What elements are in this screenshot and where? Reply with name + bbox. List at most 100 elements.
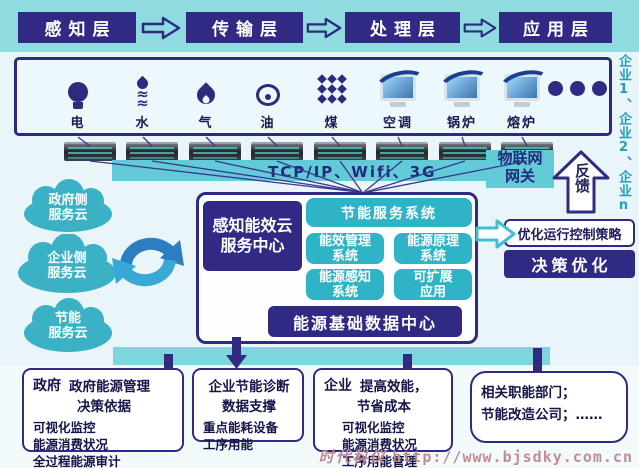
sync-arrows-icon bbox=[112, 237, 184, 287]
right-arrow-icon bbox=[141, 16, 181, 40]
list-item: 工序用能 bbox=[203, 437, 254, 452]
box-title: 政府能源管理 bbox=[69, 379, 150, 395]
server-icon bbox=[126, 142, 178, 161]
box-items: 重点能耗设备 工序用能 bbox=[203, 419, 295, 453]
enterprise-rail-label: 企业1、企业2、企业n bbox=[616, 54, 631, 214]
bottom-box-diagnosis: 企业节能诊断 数据支撑 重点能耗设备 工序用能 bbox=[192, 368, 304, 452]
layer-box-application: 应用层 bbox=[499, 12, 612, 43]
cloud-government: 政府侧服务云 bbox=[22, 179, 114, 233]
device-label: 电 bbox=[70, 116, 86, 131]
list-item: 可视化监控 bbox=[33, 420, 96, 435]
box-title: 提高效能， bbox=[360, 379, 428, 395]
cloud-enterprise: 企业侧服务云 bbox=[16, 234, 118, 294]
layer-label: 感知层 bbox=[44, 20, 117, 40]
watermark: 时代科仪 http://www.bjsdky.com.cn bbox=[319, 446, 633, 467]
system-extensible-app: 可扩展应用 bbox=[394, 269, 472, 300]
cloud-shape-icon bbox=[24, 179, 112, 232]
layer-label: 处理层 bbox=[370, 20, 442, 40]
coal-grid-icon bbox=[316, 74, 347, 104]
layer-box-processing: 处理层 bbox=[345, 12, 460, 43]
cloud-label: 企业侧服务云 bbox=[47, 251, 87, 281]
device-gas: 气 bbox=[174, 66, 238, 131]
oil-barrel-icon bbox=[256, 84, 280, 106]
device-oil: 油 bbox=[236, 66, 300, 131]
cloud-label: 节能服务云 bbox=[48, 311, 88, 341]
monitor-icon bbox=[380, 74, 416, 107]
device-more bbox=[545, 66, 609, 110]
bulb-icon bbox=[68, 82, 88, 109]
server-icon bbox=[189, 142, 241, 161]
system-efficiency-mgmt: 能效管理系统 bbox=[306, 233, 384, 264]
device-label: 水 bbox=[135, 116, 151, 131]
cloud-shape-icon bbox=[24, 298, 112, 352]
title-line1: 感知能效云 bbox=[212, 216, 293, 235]
bottom-box-related-parties: 相关职能部门； 节能改造公司；…… bbox=[470, 371, 628, 443]
box-title2: 决策依据 bbox=[77, 399, 131, 415]
bottom-box-enterprise: 企业提高效能， 节省成本 可视化监控 能源消费状况 工序用能管理 bbox=[313, 368, 453, 468]
device-label: 煤 bbox=[324, 116, 340, 131]
optimization-strategy-box: 优化运行控制策略 bbox=[504, 219, 635, 247]
monitor-icon bbox=[444, 74, 480, 107]
bottom-box-government: 政府政府能源管理 决策依据 可视化监控 能源消费状况 全过程能源审计 bbox=[22, 368, 184, 468]
layer-box-transmission: 传输层 bbox=[186, 12, 303, 43]
server-icon bbox=[376, 142, 428, 161]
list-item: 能源消费状况 bbox=[33, 437, 109, 452]
protocols-label: TCP/IP、Wifi、3G bbox=[268, 163, 437, 181]
device-electricity: 电 bbox=[46, 66, 110, 131]
server-icon bbox=[314, 142, 366, 161]
watermark-brand: 时代科仪 bbox=[318, 448, 387, 466]
list-item: 重点能耗设备 bbox=[203, 420, 279, 435]
device-furnace: 熔炉 bbox=[490, 66, 554, 131]
server-icon bbox=[251, 142, 303, 161]
device-boiler: 锅炉 bbox=[430, 66, 494, 131]
system-energy-sensing: 能源感知系统 bbox=[306, 269, 384, 300]
device-label: 锅炉 bbox=[446, 116, 477, 131]
device-label: 油 bbox=[260, 116, 276, 131]
gateway-line1: 物联网 bbox=[497, 149, 543, 167]
cloud-label: 政府侧服务云 bbox=[48, 193, 88, 223]
ellipsis-icon bbox=[547, 81, 607, 96]
system-energy-principle: 能源原理系统 bbox=[394, 233, 472, 264]
cloud-energy-saving: 节能服务云 bbox=[22, 297, 114, 353]
box-items: 可视化监控 能源消费状况 全过程能源审计 bbox=[33, 419, 175, 468]
device-label: 熔炉 bbox=[506, 116, 537, 131]
layer-label: 传输层 bbox=[212, 20, 284, 40]
box-tag: 企业 bbox=[324, 378, 352, 394]
right-arrow-icon bbox=[306, 17, 342, 39]
right-arrow-icon bbox=[463, 18, 497, 38]
gateway-line2: 网关 bbox=[504, 167, 535, 185]
water-drop-icon: ≈≈ bbox=[135, 75, 151, 111]
energy-data-center-box: 能源基础数据中心 bbox=[268, 306, 462, 337]
list-item: 全过程能源审计 bbox=[33, 454, 121, 468]
server-icon bbox=[64, 142, 116, 161]
list-item: 能源消费状况 bbox=[342, 437, 418, 452]
device-ac: 空调 bbox=[366, 66, 430, 131]
decision-optimization-box: 决策优化 bbox=[504, 250, 635, 278]
related-line1: 相关职能部门； bbox=[481, 385, 576, 401]
watermark-url: http://www.bjsdky.com.cn bbox=[392, 448, 633, 466]
box-title2: 节省成本 bbox=[357, 399, 411, 415]
box-title: 企业节能诊断 bbox=[208, 379, 290, 395]
feedback-label: 反馈 bbox=[573, 163, 591, 193]
box-tag: 政府 bbox=[33, 378, 61, 394]
related-line2: 节能改造公司；…… bbox=[481, 407, 603, 423]
box-items: 可视化监控 能源消费状况 工序用能管理 bbox=[342, 419, 444, 468]
layer-label: 应用层 bbox=[523, 20, 595, 40]
device-water: ≈≈ 水 bbox=[111, 66, 175, 131]
layer-box-perception: 感知层 bbox=[18, 12, 136, 43]
system-energy-saving-service: 节能服务系统 bbox=[306, 198, 472, 227]
device-label: 气 bbox=[198, 116, 214, 131]
title-line2: 服务中心 bbox=[220, 236, 285, 255]
flame-icon bbox=[193, 82, 219, 108]
list-item: 可视化监控 bbox=[342, 420, 405, 435]
server-icon bbox=[439, 142, 491, 161]
monitor-icon bbox=[504, 74, 540, 107]
box-title2: 数据支撑 bbox=[222, 399, 276, 415]
list-item: 工序用能管理 bbox=[342, 454, 418, 468]
cloud-shape-icon bbox=[18, 234, 116, 293]
service-center-title: 感知能效云 服务中心 bbox=[203, 201, 302, 271]
device-coal: 煤 bbox=[300, 66, 364, 131]
iot-gateway-label: 物联网 网关 bbox=[486, 149, 554, 185]
device-label: 空调 bbox=[382, 116, 413, 131]
